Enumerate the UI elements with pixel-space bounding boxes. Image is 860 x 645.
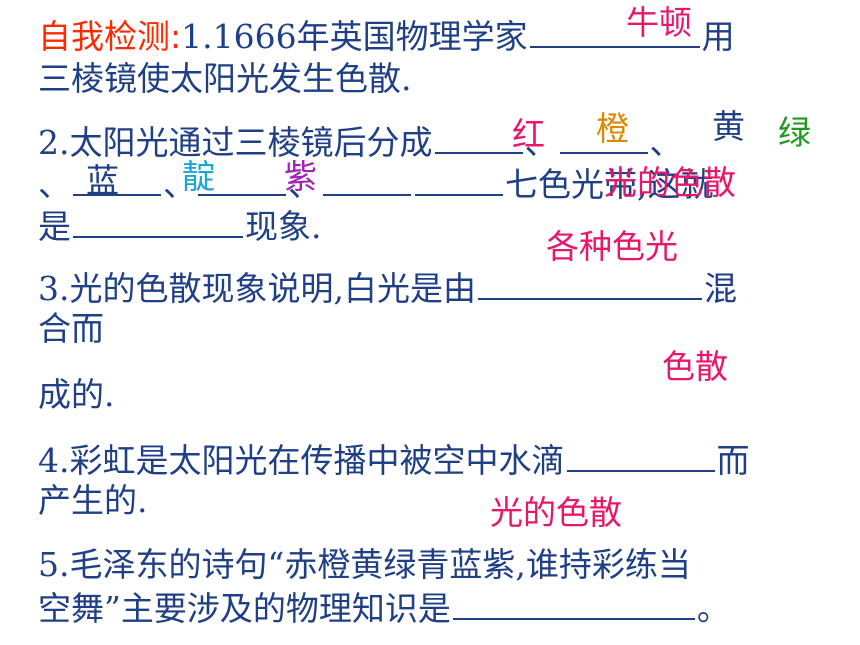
q1-answer: 牛顿 [626,3,692,42]
q5-answer: 光的色散 [490,493,622,532]
q1-text-b: 用 [701,17,735,56]
q2-sep-1: 、 [524,123,558,162]
q2-answer-blue: 蓝 [86,161,119,200]
q2-answer-orange: 橙 [596,109,629,148]
q4-text-a: 4.彩虹是太阳光在传播中被空中水滴 [38,441,565,480]
q3-text-a: 3.光的色散现象说明,白光是由 [38,269,476,308]
q2-line-1: 2.太阳光通过三棱镜后分成 、 、 [38,124,683,159]
self-check-label: 自我检测: [38,17,182,56]
q2-blank-blue[interactable] [73,166,161,196]
q2-line-2: 、 、 、 七色光带,这就 [38,166,714,201]
q2-text-d: 现象. [245,207,322,246]
q2-blank-red[interactable] [434,124,523,154]
q4-blank[interactable] [566,442,715,472]
q2-sep-5: 、 [288,165,321,204]
q2-line-3: 是 现象. [38,208,322,243]
q2-answer-violet: 紫 [284,157,317,196]
q3-blank[interactable] [477,270,702,300]
q2-answer-indigo: 靛 [182,157,215,196]
q1-text-a: 1.1666年英国物理学家 [181,17,528,56]
q4-line-2: 产生的. [38,484,148,517]
q2-sep-3: 、 [38,165,71,204]
q2-text-b: 七色光带,这就 [505,165,714,204]
q5-line-2: 空舞”主要涉及的物理知识是 。 [38,590,730,625]
q2-answer-red: 红 [512,115,545,154]
q2-text-c: 是 [38,207,71,246]
q2-blank-orange[interactable] [559,124,648,154]
q3-text-d: 成的. [38,375,115,414]
q2-answer-dispersion: 光的色散 [604,163,736,202]
q2-text-a: 2.太阳光通过三棱镜后分成 [38,123,433,162]
q2-blank-phenomenon[interactable] [73,208,243,238]
q4-text-b: 而 [716,441,750,480]
q1-text-c: 三棱镜使太阳光发生色散. [38,59,412,98]
q5-blank[interactable] [452,590,695,620]
q2-answer-green: 绿 [778,113,811,152]
q2-blank-violet[interactable] [323,166,411,196]
q2-blank-extra[interactable] [415,166,503,196]
q3-line-3: 成的. [38,378,115,411]
q1-line-2: 三棱镜使太阳光发生色散. [38,62,412,95]
q3-line-2: 合而 [38,312,104,345]
q2-blank-indigo[interactable] [198,166,286,196]
q4-answer: 色散 [662,347,728,386]
q5-line-1: 5.毛泽东的诗句“赤橙黄绿青蓝紫,谁持彩练当 [38,548,691,581]
q3-text-b: 混 [703,269,737,308]
q4-line-1: 4.彩虹是太阳光在传播中被空中水滴 而 [38,442,750,477]
q5-text-c: 。 [696,589,730,628]
q3-text-c: 合而 [38,309,104,348]
q4-text-c: 产生的. [38,481,148,520]
q1-line-1: 自我检测:1.1666年英国物理学家 用 [38,18,735,53]
q3-line-1: 3.光的色散现象说明,白光是由 混 [38,270,737,305]
q2-sep-2: 、 [649,123,683,162]
q2-sep-4: 、 [163,165,196,204]
q2-answer-yellow: 黄 [712,107,745,146]
q5-text-a: 5.毛泽东的诗句“赤橙黄绿青蓝紫,谁持彩练当 [38,545,691,584]
q3-answer: 各种色光 [546,227,678,266]
q1-blank[interactable] [529,18,700,48]
q5-text-b: 空舞”主要涉及的物理知识是 [38,589,451,628]
